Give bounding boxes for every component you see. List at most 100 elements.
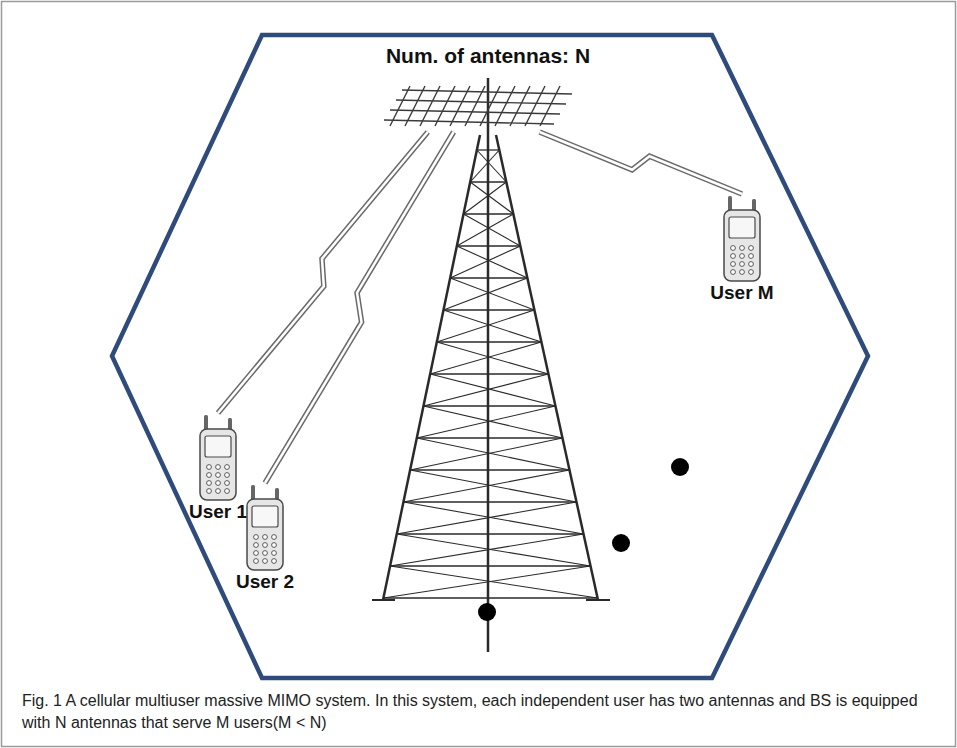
antenna-element	[396, 100, 566, 104]
phone-key	[731, 254, 736, 259]
tower-strut	[410, 438, 562, 470]
ellipsis-dot	[612, 534, 630, 552]
tower-strut	[390, 566, 597, 598]
phone-key	[207, 465, 212, 470]
antenna-element	[435, 86, 455, 126]
phone-key	[225, 465, 230, 470]
phone-icon	[242, 485, 288, 571]
tower-strut	[437, 342, 549, 374]
ellipsis-dot	[478, 603, 496, 621]
antenna-element	[525, 86, 545, 126]
phone-icon	[195, 415, 241, 501]
phone-key	[749, 262, 754, 267]
tower-strut	[423, 406, 562, 438]
tower-strut	[372, 599, 395, 601]
user-label: User 1	[184, 501, 253, 523]
tower-strut	[397, 533, 584, 534]
tower-strut	[470, 182, 513, 214]
tower-strut	[410, 469, 569, 470]
tower-strut	[397, 502, 577, 534]
phone-key	[207, 481, 212, 486]
tower-strut	[443, 310, 541, 342]
tower-strut	[403, 470, 569, 502]
antenna-element	[390, 110, 560, 114]
tower-strut	[457, 246, 528, 278]
antenna-count-label: Num. of antennas: N	[381, 44, 596, 68]
tower-strut	[430, 342, 541, 374]
tower-strut	[470, 181, 506, 182]
cell-hexagon	[112, 35, 868, 678]
phone-key	[263, 535, 268, 540]
phone-screen	[252, 506, 278, 527]
tower-strut	[410, 470, 576, 502]
link-outer	[265, 132, 454, 483]
antenna-element	[495, 86, 515, 126]
tower-strut	[423, 374, 548, 406]
wireless-link	[540, 132, 742, 194]
tower	[372, 78, 610, 652]
tower-strut	[443, 278, 527, 310]
phone-icon	[719, 196, 765, 282]
tower-strut	[417, 438, 570, 470]
tower-strut	[457, 245, 521, 246]
link-inner	[265, 132, 454, 483]
base-station: Num. of antennas: N	[381, 44, 596, 130]
user-label: User 2	[231, 571, 300, 593]
phone-key	[749, 270, 754, 275]
antenna-element	[480, 86, 500, 126]
tower-strut	[477, 150, 506, 182]
tower-strut	[437, 310, 535, 342]
antenna-array	[384, 86, 572, 126]
phone-key	[263, 559, 268, 564]
phone-key	[216, 481, 221, 486]
tower-strut	[390, 565, 590, 566]
antenna-element	[390, 86, 410, 126]
phone-key	[740, 262, 745, 267]
link-outer	[540, 132, 742, 194]
tower-strut	[450, 277, 527, 278]
tower-strut	[383, 566, 590, 598]
user-phone: User M	[705, 196, 779, 304]
phone-screen	[729, 217, 755, 238]
link-inner	[218, 132, 428, 413]
phone-key	[740, 270, 745, 275]
phone-key	[225, 489, 230, 494]
phone-body	[247, 499, 283, 570]
phone-key	[749, 254, 754, 259]
antenna-element	[405, 86, 425, 126]
tower-strut	[470, 150, 499, 182]
tower-strut	[383, 135, 480, 600]
wireless-link	[218, 132, 428, 413]
phone-key	[207, 473, 212, 478]
link-inner	[540, 132, 742, 194]
phone-key	[254, 543, 259, 548]
phone-key	[263, 543, 268, 548]
tower-strut	[450, 278, 534, 310]
phone-key	[731, 246, 736, 251]
phone-key	[272, 535, 277, 540]
phone-key	[740, 246, 745, 251]
tower-strut	[437, 341, 542, 342]
wireless-link	[265, 132, 454, 483]
antenna-element	[465, 86, 485, 126]
phone-key	[272, 543, 277, 548]
phone-key	[225, 481, 230, 486]
tower-strut	[417, 437, 563, 438]
phone-key	[272, 559, 277, 564]
tower-strut	[464, 214, 521, 246]
link-outer	[218, 132, 428, 413]
ellipsis-dot	[671, 458, 689, 476]
phone-body	[724, 210, 760, 281]
figure-caption: Fig. 1 A cellular multiuser massive MIMO…	[22, 690, 937, 735]
tower-strut	[390, 534, 583, 566]
phone-key	[254, 535, 259, 540]
phone-key	[225, 473, 230, 478]
tower-strut	[450, 246, 520, 278]
antenna-element	[420, 86, 440, 126]
tower-strut	[586, 599, 610, 601]
tower-strut	[464, 213, 514, 214]
phone-key	[207, 489, 212, 494]
